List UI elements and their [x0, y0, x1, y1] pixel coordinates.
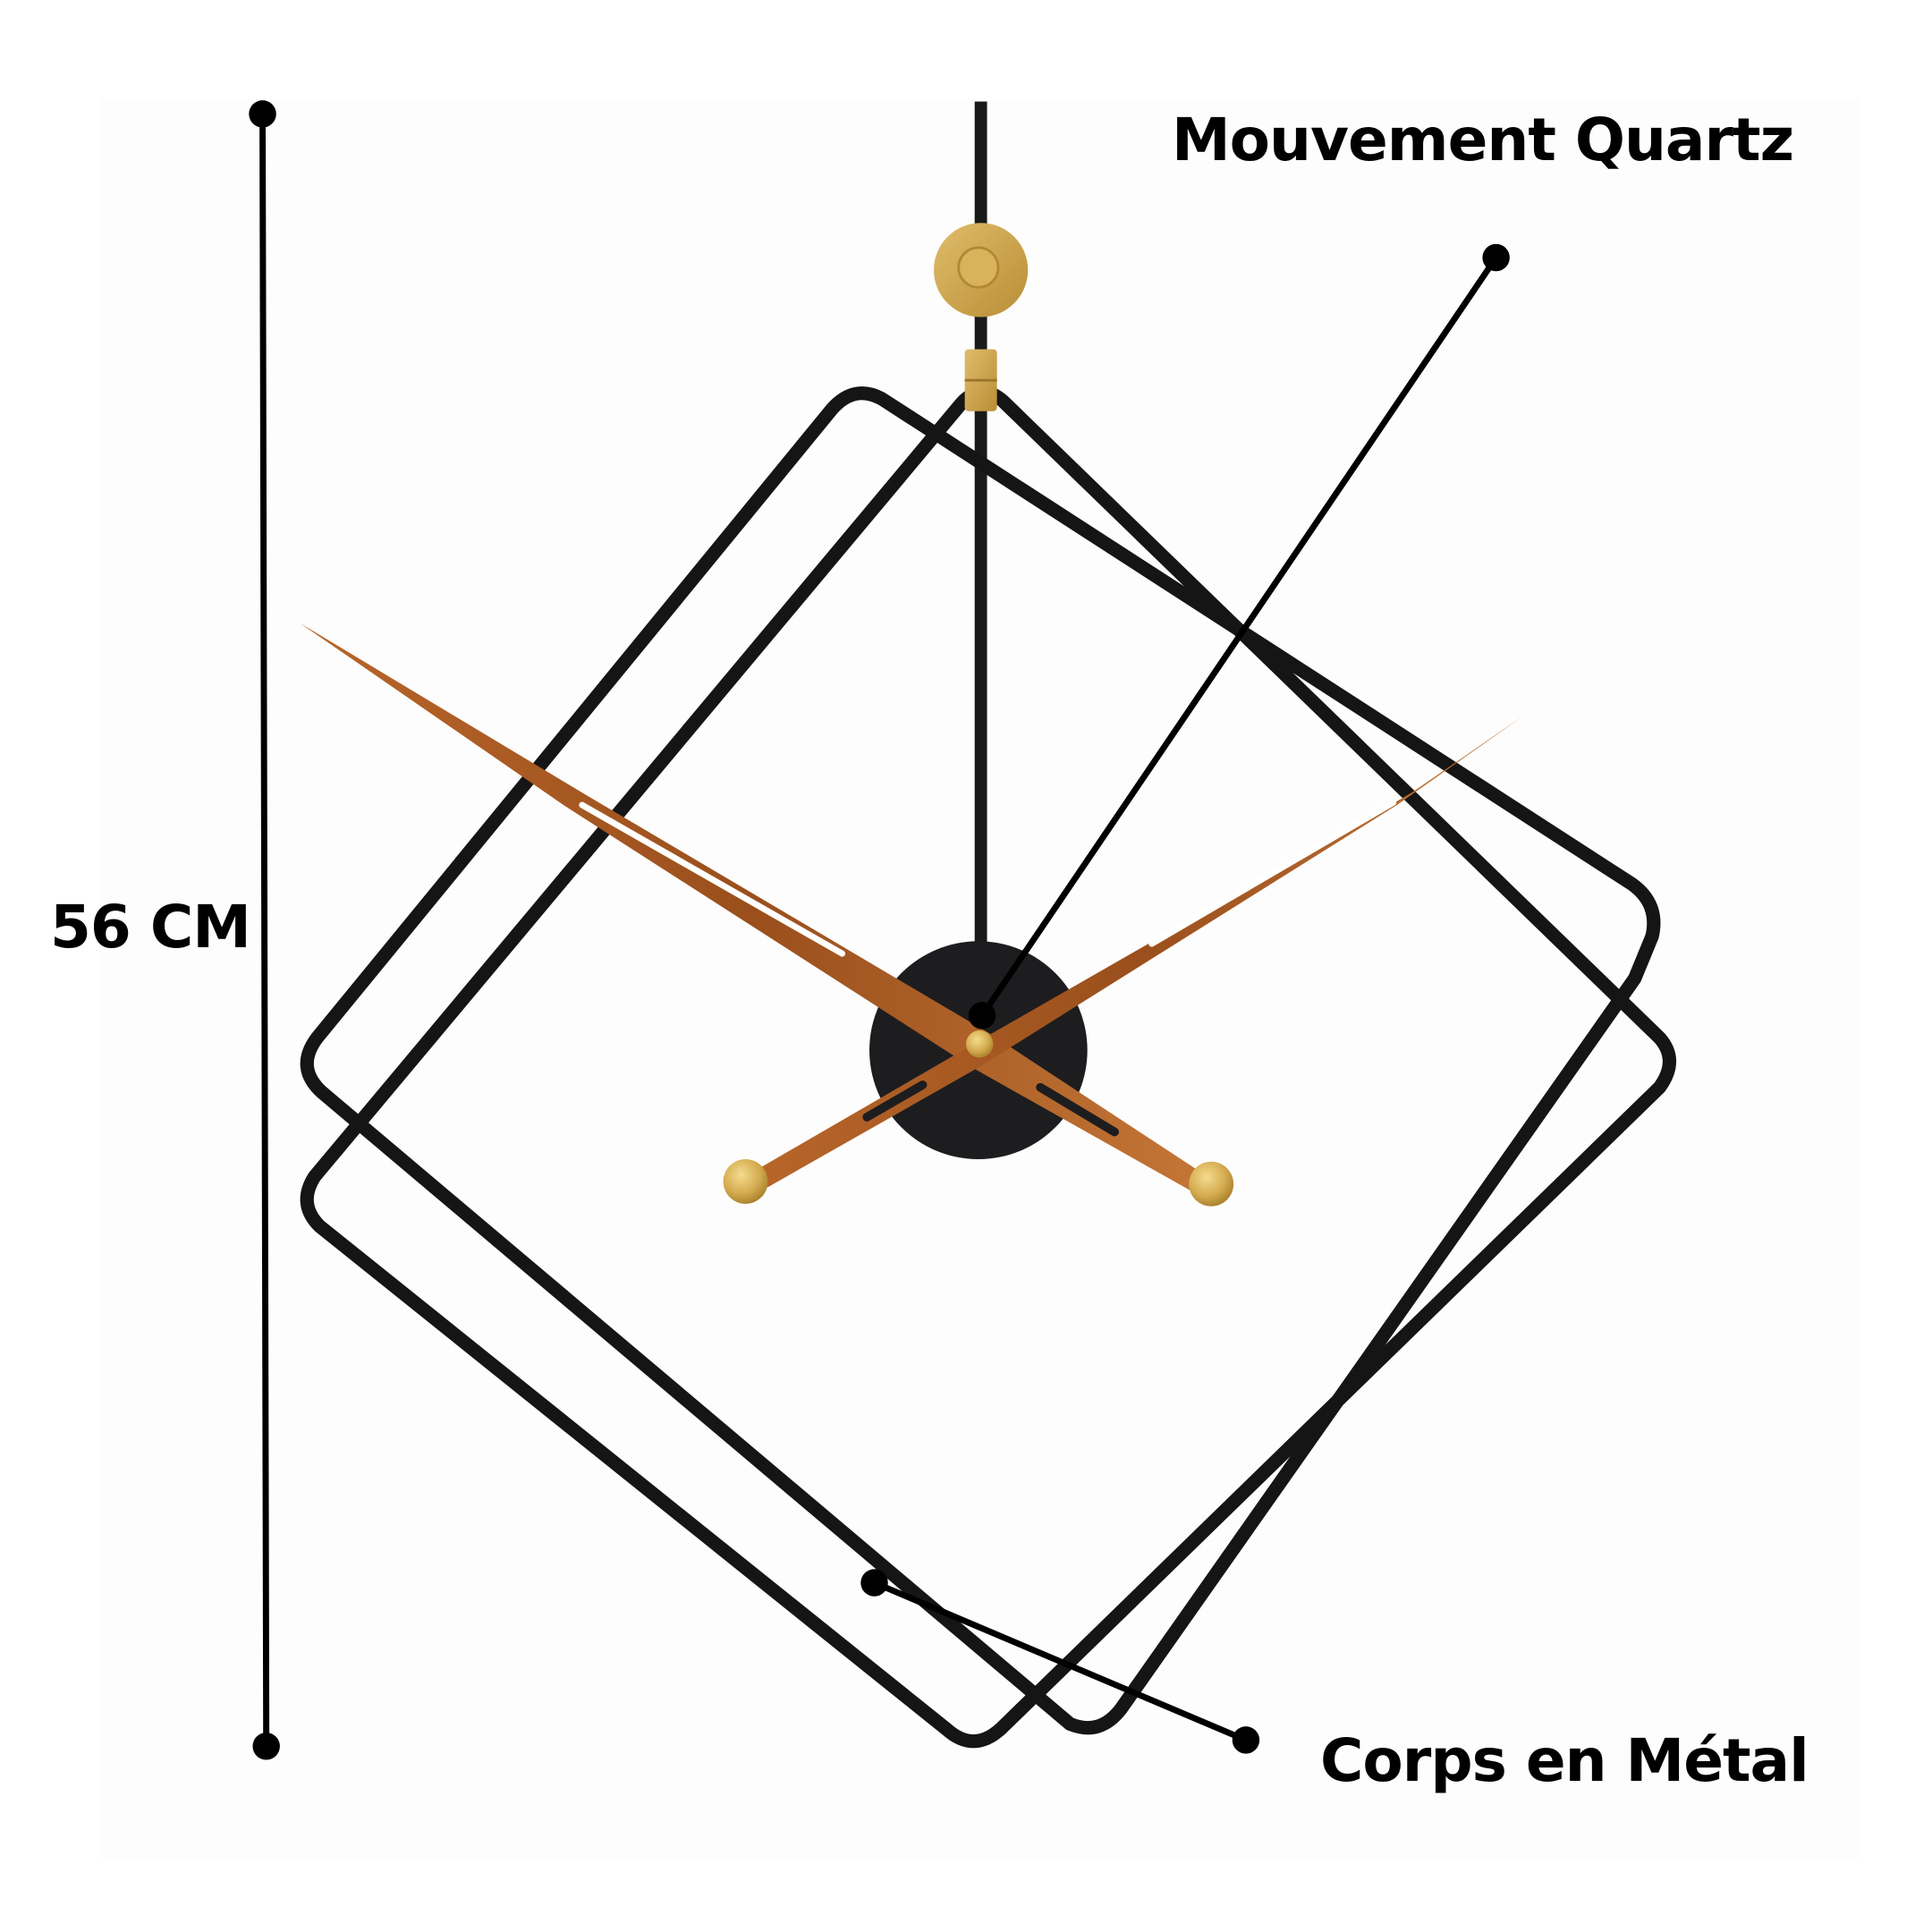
clock-hand-hour: [723, 716, 1524, 1204]
metal-frame-1: [300, 386, 1661, 1735]
label-height-dimension: 56 CM: [50, 893, 251, 962]
label-movement: Mouvement Quartz: [1172, 106, 1794, 174]
callout-dot-icon: [1482, 243, 1510, 272]
center-pin: [966, 1030, 994, 1058]
callout-movement: [968, 243, 1510, 1030]
callout-dot-icon: [1232, 1726, 1260, 1754]
gold-end-cap: [723, 1159, 768, 1204]
callout-dot-icon: [860, 1569, 888, 1597]
dimension-line-icon: [249, 100, 280, 1760]
gold-wall-mount: [934, 223, 1029, 411]
callout-dot-icon: [968, 1002, 996, 1030]
gold-end-cap: [1189, 1161, 1234, 1207]
callout-body: [860, 1569, 1260, 1754]
label-body-material: Corps en Métal: [1320, 1726, 1809, 1795]
